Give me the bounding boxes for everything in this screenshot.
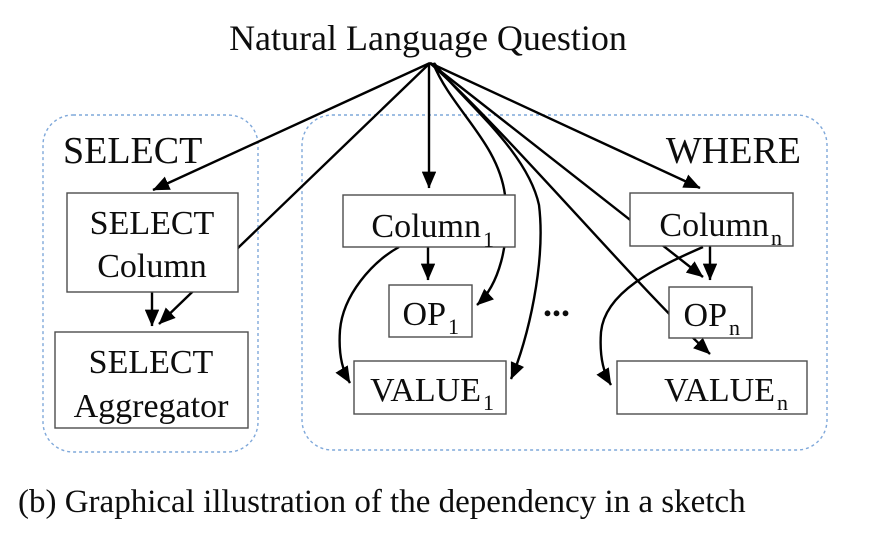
where-group-label: WHERE <box>666 130 801 172</box>
op1-node <box>388 284 473 338</box>
select-aggregator-label-line1: SELECT <box>89 344 214 381</box>
opn-subscript: n <box>729 315 740 340</box>
valuen-node <box>616 360 808 415</box>
select-group-label: SELECT <box>63 130 202 172</box>
opn-node <box>668 286 753 339</box>
op1-label: OP <box>403 296 446 333</box>
select-column-label-line1: SELECT <box>90 205 215 242</box>
select-column-node <box>66 192 239 293</box>
columnn-label: Column <box>659 207 769 244</box>
natural-language-question-title: Natural Language Question <box>229 18 627 58</box>
where-group-container <box>301 114 828 451</box>
ellipsis-dots: ... <box>543 284 570 324</box>
select-column-label-line2: Column <box>97 248 207 285</box>
select-group-container <box>42 114 259 453</box>
value1-label: VALUE <box>370 372 481 409</box>
value1-subscript: 1 <box>483 390 494 415</box>
edge-nlq-to-op1 <box>431 62 508 306</box>
valuen-label: VALUE <box>664 372 775 409</box>
column1-node <box>342 194 516 248</box>
select-aggregator-node <box>54 331 249 429</box>
op1-subscript: 1 <box>448 314 459 339</box>
edge-columnn-to-valuen <box>596 245 704 386</box>
edge-nlq-to-columnn <box>429 61 701 190</box>
column1-label: Column <box>371 208 481 245</box>
edge-column1-to-value1 <box>335 245 400 384</box>
edge-nlq-to-select-column <box>152 61 431 192</box>
columnn-node <box>629 192 794 247</box>
columnn-subscript: n <box>771 225 782 250</box>
value1-node <box>353 360 507 415</box>
select-aggregator-label-line2: Aggregator <box>74 388 230 425</box>
opn-label: OP <box>684 297 727 334</box>
column1-subscript: 1 <box>483 227 494 252</box>
valuen-subscript: n <box>777 390 788 415</box>
figure-caption: (b) Graphical illustration of the depend… <box>18 484 746 520</box>
